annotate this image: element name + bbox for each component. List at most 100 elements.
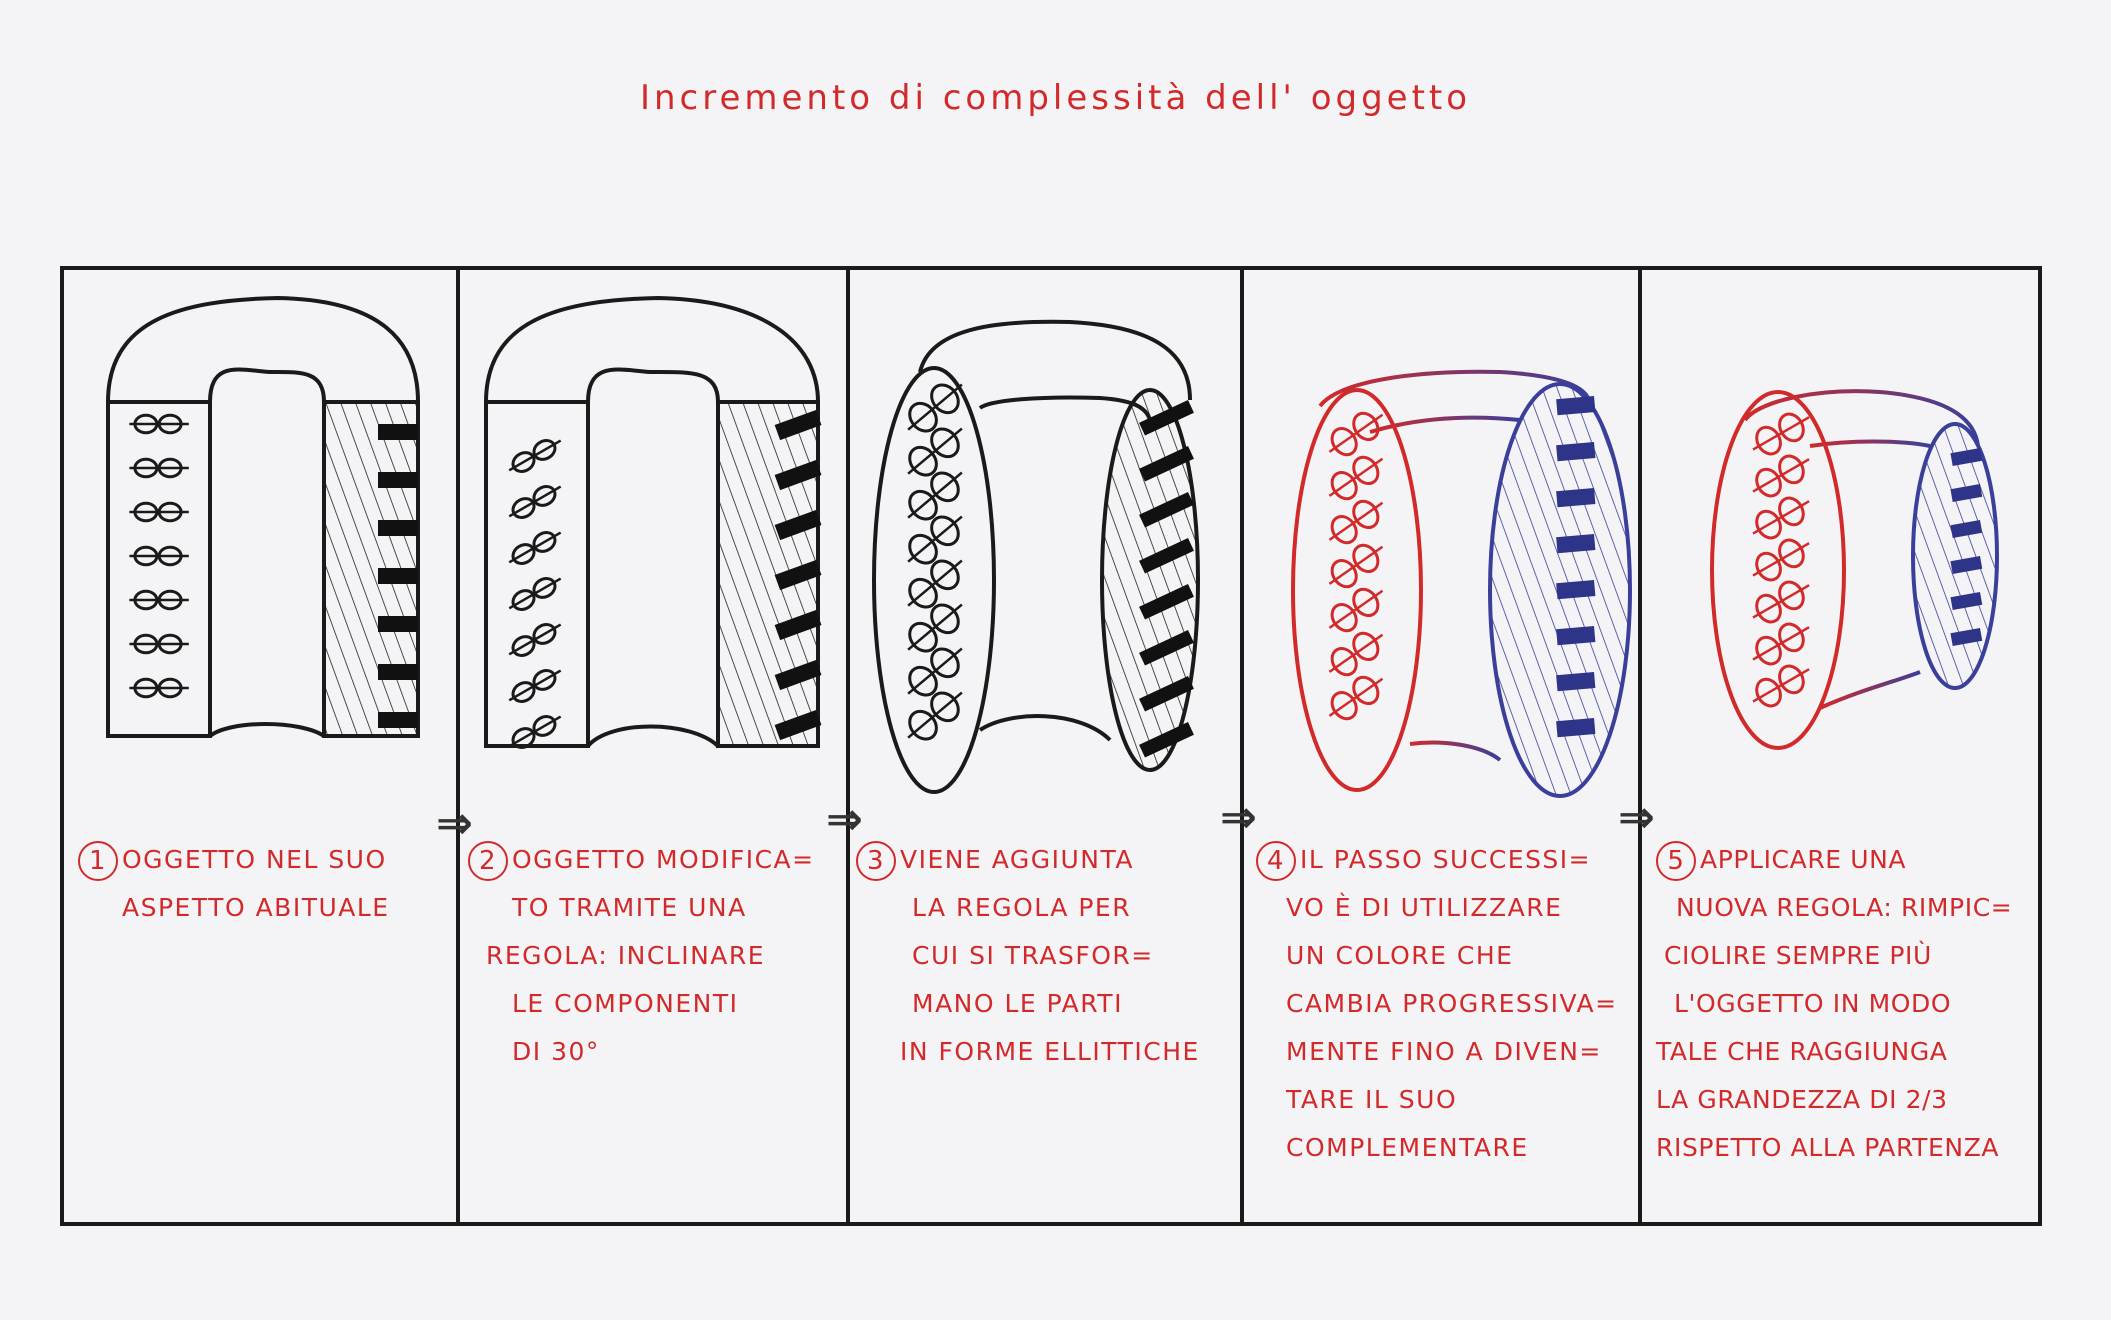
black-key	[1556, 396, 1596, 416]
arrow-right-icon: ⇒	[1220, 792, 1257, 843]
caption-line: ciolire sempre più	[1664, 941, 1932, 970]
bass-button	[1752, 412, 1810, 456]
button-rod	[508, 577, 562, 610]
bass-button	[1752, 538, 1810, 582]
page-title: Incremento di complessità dell' oggetto	[639, 78, 1472, 118]
panel-caption-1: 1oggetto nel suo aspetto abituale	[78, 836, 390, 932]
button-rod	[907, 559, 963, 607]
button-rod	[1752, 500, 1810, 535]
black-key	[774, 410, 822, 441]
caption-line: tale che raggiunga	[1656, 1037, 1948, 1066]
accordion-drawing-3	[872, 319, 1200, 794]
bass-button	[508, 439, 562, 473]
caption-line: vo è di utilizzare	[1286, 893, 1563, 922]
black-key	[1556, 580, 1596, 600]
button-rod	[1328, 633, 1384, 673]
panel-caption-5: 5applicare una nuova regola: rimpic= cio…	[1656, 836, 2012, 1172]
bass-button	[129, 457, 189, 479]
black-key	[1950, 520, 1983, 539]
caption-line: un colore che	[1286, 941, 1514, 970]
accordion-drawing-4	[1291, 369, 1632, 798]
bass-button	[907, 383, 963, 433]
bass-button	[1328, 411, 1384, 457]
step-number: 2	[468, 841, 508, 881]
button-rod	[1328, 545, 1384, 585]
bass-button	[129, 413, 189, 435]
black-key	[378, 424, 418, 440]
caption-line: rispetto alla partenza	[1656, 1133, 2000, 1162]
button-rod	[1752, 626, 1810, 661]
button-rod	[1328, 413, 1384, 453]
bass-button	[1328, 543, 1384, 589]
black-key	[774, 710, 822, 741]
button-rod	[907, 427, 963, 475]
bass-button	[129, 501, 189, 523]
panel-caption-3: 3viene aggiunta la regola per cui si tra…	[856, 836, 1200, 1076]
caption-line: aspetto abituale	[122, 893, 390, 922]
black-key	[378, 520, 418, 536]
button-rod	[508, 439, 562, 472]
black-key	[1139, 492, 1194, 528]
button-rod	[907, 515, 963, 563]
caption-line: to tramite una	[512, 893, 747, 922]
bass-button	[1328, 631, 1384, 677]
step-number: 3	[856, 841, 896, 881]
button-rod	[1328, 457, 1384, 497]
caption-line: regola: inclinare	[486, 941, 766, 970]
black-key	[774, 560, 822, 591]
arrow-right-icon: ⇒	[436, 798, 473, 849]
black-key	[774, 510, 822, 541]
caption-line: mano le parti	[912, 989, 1123, 1018]
black-key	[1139, 676, 1194, 712]
accordion-drawing-2	[484, 295, 822, 749]
black-key	[774, 610, 822, 641]
caption-line: oggetto nel suo	[122, 845, 387, 874]
bass-button	[1328, 499, 1384, 545]
bass-button	[129, 545, 189, 567]
black-key	[1139, 630, 1194, 666]
black-key	[1139, 445, 1194, 482]
caption-line: tare il suo	[1286, 1085, 1458, 1114]
step-number: 1	[78, 841, 118, 881]
black-key	[1556, 534, 1596, 554]
bass-button	[1752, 664, 1810, 708]
bass-button	[907, 471, 963, 521]
black-key	[1556, 488, 1596, 508]
button-rod	[1752, 668, 1810, 703]
button-rod	[907, 383, 963, 431]
black-key	[1556, 717, 1596, 738]
black-key	[1139, 722, 1194, 758]
button-rod	[1752, 416, 1810, 451]
bass-button	[1752, 454, 1810, 498]
step-number: 4	[1256, 841, 1296, 881]
black-key	[1139, 537, 1194, 574]
caption-line: complementare	[1286, 1133, 1529, 1162]
bass-button	[1328, 675, 1384, 721]
panel-caption-2: 2oggetto modifica= to tramite una regola…	[468, 836, 815, 1076]
bass-button	[907, 691, 963, 741]
caption-line: nuova regola: rimpic=	[1676, 893, 2013, 922]
caption-line: di 30°	[512, 1037, 600, 1066]
bass-button	[907, 559, 963, 609]
button-rod	[508, 623, 562, 656]
bass-button	[129, 633, 189, 655]
caption-line: applicare una	[1700, 845, 1907, 874]
button-rod	[907, 647, 963, 695]
bass-button	[1752, 496, 1810, 540]
bass-button	[907, 515, 963, 565]
bass-button	[1752, 580, 1810, 624]
caption-line: la regola per	[912, 893, 1132, 922]
black-key	[1139, 584, 1194, 620]
button-rod	[907, 603, 963, 651]
bass-button	[129, 589, 189, 611]
black-key	[774, 460, 822, 491]
black-key	[1556, 626, 1596, 646]
black-key	[1950, 592, 1983, 611]
bass-button	[1752, 622, 1810, 666]
bass-button	[508, 669, 562, 703]
panel-caption-4: 4il passo successi= vo è di utilizzare u…	[1256, 836, 1618, 1172]
caption-line: cambia progressiva=	[1286, 989, 1618, 1018]
black-key	[774, 660, 822, 691]
black-key	[1139, 400, 1194, 436]
button-rod	[508, 669, 562, 702]
